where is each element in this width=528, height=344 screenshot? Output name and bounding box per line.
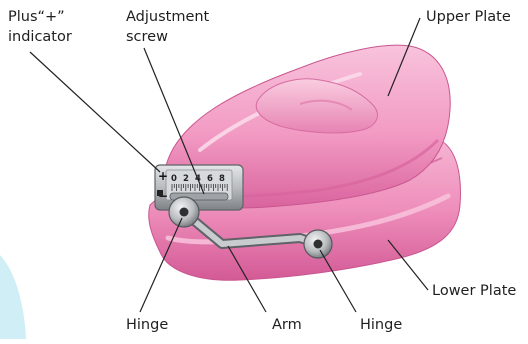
hinge-left-pin — [180, 208, 189, 217]
label-lower-plate: Lower Plate — [432, 282, 516, 301]
scale-digit-6: 6 — [207, 174, 213, 184]
scale-digit-2: 2 — [183, 174, 189, 184]
label-adjustment-screw: Adjustment — [126, 8, 209, 27]
hinge-right-pin — [314, 240, 323, 249]
scale-digit-0: 0 — [171, 174, 177, 184]
leader-plus-indicator — [30, 52, 160, 172]
label-upper-plate: Upper Plate — [426, 8, 511, 27]
scale-digit-8: 8 — [219, 174, 225, 184]
label-plus-indicator: Plus“+” — [8, 8, 65, 27]
label-adjustment-screw-line2: screw — [126, 28, 168, 47]
label-arm: Arm — [272, 316, 302, 335]
label-plus-indicator-line2: indicator — [8, 28, 72, 47]
label-hinge-left: Hinge — [126, 316, 168, 335]
label-hinge-right: Hinge — [360, 316, 402, 335]
decorative-cyan-corner — [0, 255, 26, 339]
minus-indicator-marker — [157, 190, 163, 196]
